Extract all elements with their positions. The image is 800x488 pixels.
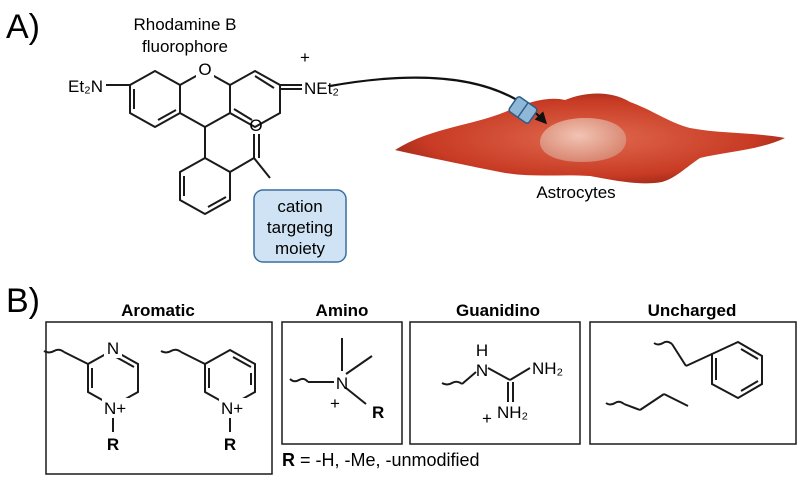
group-title-guanidino: Guanidino xyxy=(456,301,540,320)
pyrazinium-n-plus: N+ xyxy=(104,399,126,418)
r-definition-text: = -H, -Me, -unmodified xyxy=(295,450,480,470)
benzyl-structure xyxy=(653,340,763,400)
panel-a-label: A) xyxy=(6,8,40,46)
pyrazine-n-top: N xyxy=(107,339,119,358)
ammonium-r: R xyxy=(372,403,384,422)
guanidine-nh: N xyxy=(476,361,488,380)
fluorophore-title-line2: fluorophore xyxy=(142,37,228,56)
ammonium-structure xyxy=(289,338,373,405)
r-definition-symbol: R xyxy=(282,450,295,470)
iminium-charge: + xyxy=(300,48,310,67)
group-title-uncharged: Uncharged xyxy=(648,301,737,320)
pyridinium-r: R xyxy=(224,435,236,454)
guanidinium-structure xyxy=(441,367,531,402)
group-title-aromatic: Aromatic xyxy=(121,301,195,320)
guanidine-h: H xyxy=(476,341,488,360)
membrane-channel-icon xyxy=(508,96,538,124)
uncharged-box xyxy=(589,321,797,445)
cell-nucleus xyxy=(540,118,627,162)
rhodamine-structure xyxy=(106,69,302,216)
left-diethylamine: Et₂N xyxy=(68,77,103,96)
panel-b-label: B) xyxy=(6,282,40,320)
aromatic-box xyxy=(45,321,273,475)
fluorophore-title-line1: Rhodamine B xyxy=(133,15,236,34)
pyrazinium-r: R xyxy=(107,435,119,454)
right-diethyliminium: NEt₂ xyxy=(304,79,339,98)
group-title-amino: Amino xyxy=(316,301,369,320)
pyridinium-n-plus: N+ xyxy=(221,399,243,418)
pyrazinium-structure xyxy=(43,348,139,432)
ammonium-charge: + xyxy=(330,394,340,413)
targeting-box-line3: moiety xyxy=(275,239,326,258)
ammonium-n: N xyxy=(336,374,348,393)
targeting-moiety-box xyxy=(253,189,347,263)
guanidine-nh2-right: NH₂ xyxy=(532,359,563,378)
targeting-box-line1: cation xyxy=(277,197,322,216)
propyl-structure xyxy=(605,393,689,411)
ring-oxygen-atom: O xyxy=(198,60,211,79)
cell-label: Astrocytes xyxy=(536,183,615,202)
guanidine-nh2-bottom: NH₂ xyxy=(497,403,528,422)
guanidino-box xyxy=(409,321,581,445)
pyridinium-structure xyxy=(160,348,256,432)
amino-box xyxy=(281,321,403,445)
astrocyte-cell xyxy=(395,93,785,184)
r-definition: R = -H, -Me, -unmodified xyxy=(282,450,480,470)
targeting-box-line2: targeting xyxy=(267,218,333,237)
carbonyl-oxygen-atom: O xyxy=(249,116,262,135)
guanidine-charge: + xyxy=(482,409,492,428)
